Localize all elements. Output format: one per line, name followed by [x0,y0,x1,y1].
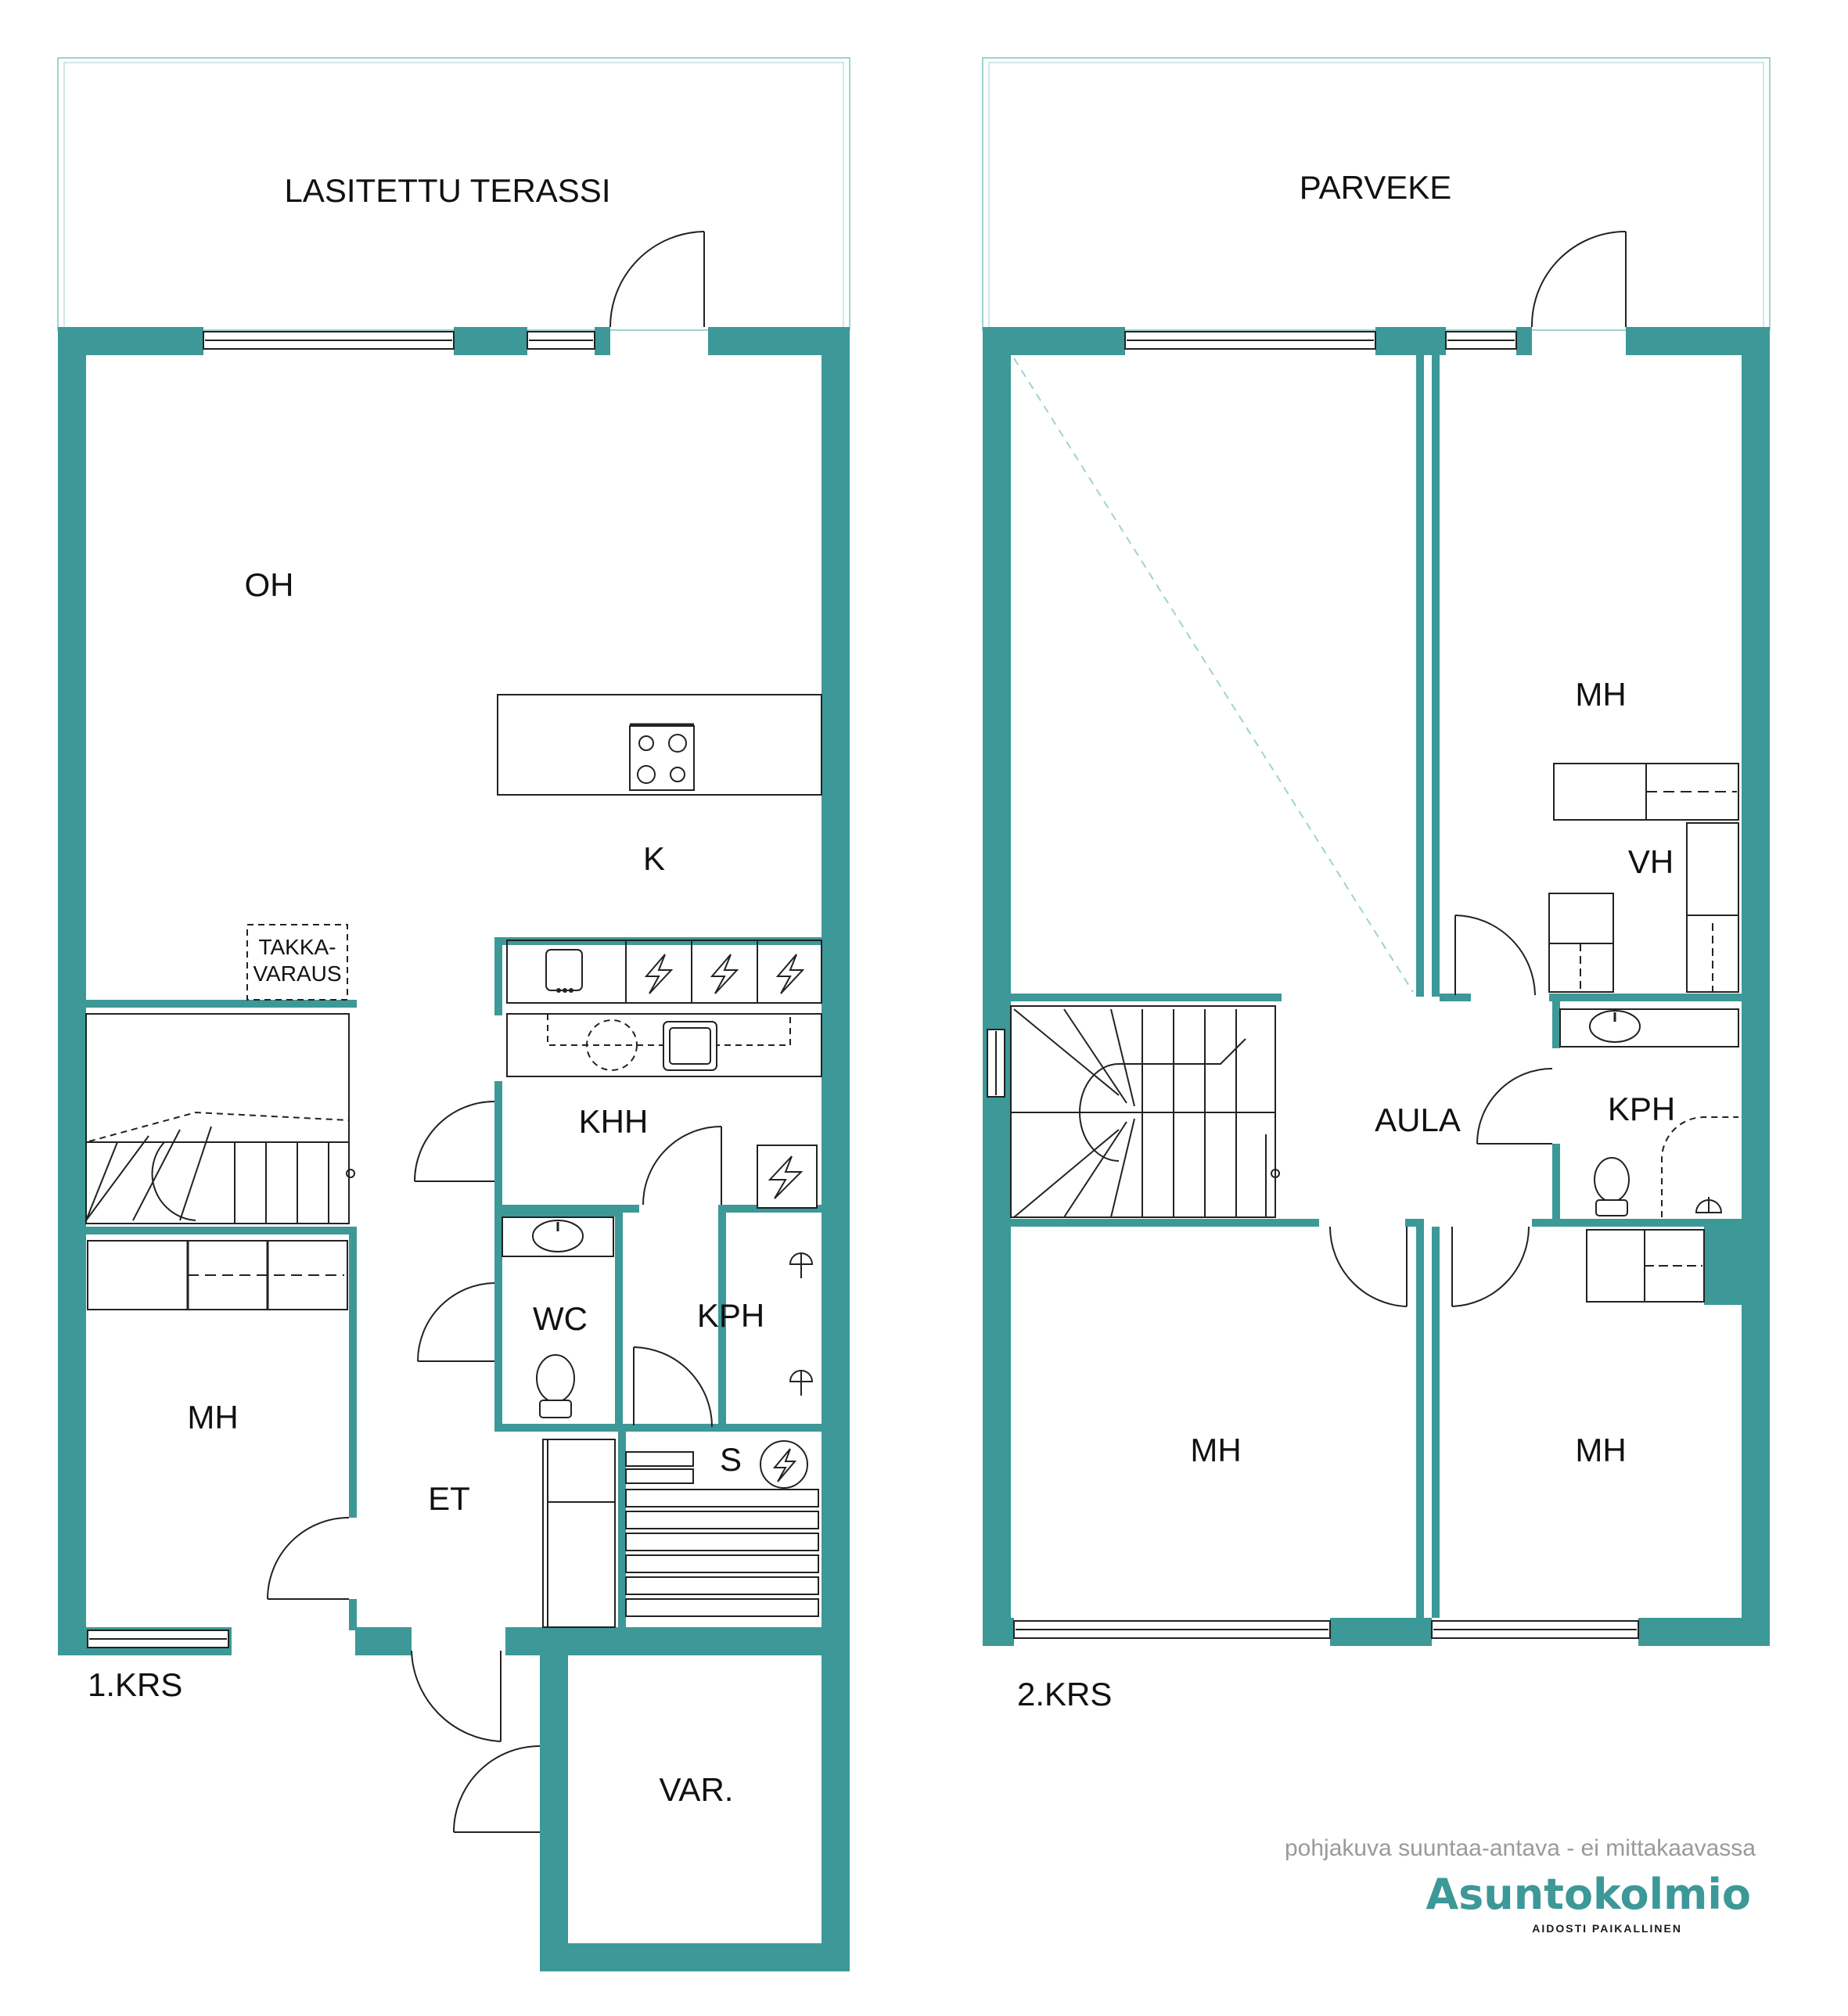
closet-label: VH [1628,843,1674,880]
bathroom-2-label: KPH [1608,1091,1675,1127]
sink-icon [1559,1008,1739,1048]
stairs-icon [1010,1005,1280,1218]
brand-logo: Asuntokolmio [1426,1870,1751,1919]
closet-wardrobe [1548,763,1739,993]
floor-1-label: 1.KRS [88,1666,182,1703]
shower-icon [789,1252,814,1278]
storage-door[interactable] [453,1745,541,1833]
fireplace-label-line1: TAKKA- [258,935,336,959]
hall-label: ET [428,1480,470,1517]
bedroom-top-label: MH [1575,676,1626,713]
balcony-door[interactable] [1530,231,1627,328]
sauna-heater-icon [760,1440,808,1489]
toilet-icon [1594,1157,1630,1216]
bathroom-label: KPH [697,1297,764,1334]
electric-appliance-icon [757,1145,818,1209]
sauna-benches [625,1451,819,1617]
fireplace-label-line2: VARAUS [253,961,341,986]
electric-appliance-icon [625,940,805,1003]
floor-2-exterior-walls [983,327,1770,1646]
lobby-label: AULA [1375,1101,1461,1138]
utility-counter [506,1013,822,1077]
washing-machine [586,1019,638,1071]
shower-icon [1695,1197,1723,1213]
floor-1: LASITETTU TERASSI OH K TAKKA- VARAUS KHH… [57,57,850,1971]
floor-2-label: 2.KRS [1017,1676,1112,1712]
open-void-diagonal [1013,358,1414,993]
bathroom-door[interactable] [642,1126,722,1206]
shower-icon [789,1370,814,1396]
sink-icon [502,1216,614,1257]
floor-2-windows [987,331,1639,1639]
floor-2-interior-walls [1011,355,1742,1618]
bedroom-right-label: MH [1575,1432,1626,1468]
wc-door[interactable] [417,1282,495,1362]
bedroom-label: MH [187,1399,238,1436]
disclaimer-note: pohjakuva suuntaa-antava - ei mittakaava… [1285,1835,1756,1861]
bathroom-2-door[interactable] [1476,1068,1553,1145]
footer: pohjakuva suuntaa-antava - ei mittakaava… [1285,1835,1756,1935]
sauna-label: S [720,1441,742,1478]
bedroom-top-door[interactable] [1454,915,1536,996]
floor-1-windows [87,331,595,1648]
utility-room-label: KHH [579,1103,649,1140]
bedroom-door[interactable] [267,1517,350,1600]
terrace-door[interactable] [609,231,705,328]
floor-1-exterior-walls [58,327,850,1971]
stove-icon [629,723,695,791]
shower-screen [1661,1116,1738,1217]
floor-2: PARVEKE MH VH AULA KPH MH MH 2.KRS [982,57,1771,1712]
bathroom-cabinet [1586,1229,1705,1303]
bedroom-left-label: MH [1190,1432,1241,1468]
living-room-label: OH [245,566,294,603]
stairs-icon [85,1013,355,1224]
toilet-icon [536,1354,575,1418]
storage-label: VAR. [660,1771,734,1808]
kitchen-counter [506,940,822,1004]
bedroom-right-door[interactable] [1451,1226,1530,1307]
terrace-label: LASITETTU TERASSI [285,172,611,209]
utility-door[interactable] [414,1101,495,1182]
sauna-door[interactable] [633,1346,713,1428]
sink-icon [663,1021,717,1071]
kitchen-island [497,694,822,796]
wc-label: WC [533,1300,588,1337]
brand-tagline: AIDOSTI PAIKALLINEN [1532,1922,1682,1935]
hall-cabinet [542,1439,616,1628]
bedroom-wardrobe [87,1240,348,1310]
sink-icon [545,949,583,993]
balcony-label: PARVEKE [1300,169,1452,206]
fireplace-reservation [246,924,348,1001]
bedroom-left-door[interactable] [1328,1226,1408,1307]
front-door[interactable] [411,1650,502,1742]
kitchen-label: K [643,840,665,877]
utility-upper-cabinets [547,1014,791,1046]
